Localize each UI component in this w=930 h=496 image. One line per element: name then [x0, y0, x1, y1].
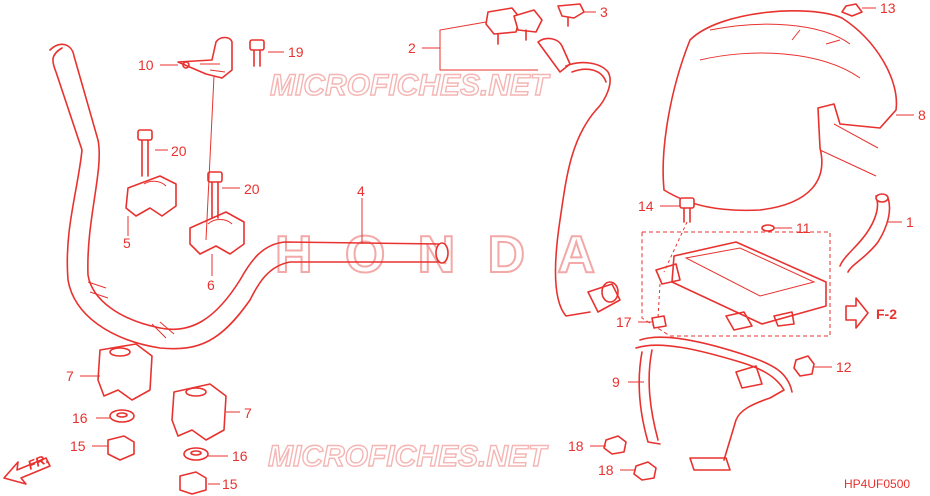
- handlebar-cover: [662, 10, 898, 212]
- stay-9: [635, 336, 793, 471]
- callout-8: 8: [918, 107, 926, 123]
- callout-20-upper: 20: [171, 143, 187, 159]
- callout-1: 1: [906, 214, 914, 230]
- callout-15-left: 15: [70, 438, 86, 454]
- watermark-brand: HONDA: [275, 226, 595, 284]
- wire-harness: [537, 37, 621, 317]
- bolt-20-upper: [137, 129, 153, 177]
- callout-11: 11: [796, 220, 811, 236]
- tube-1: [839, 193, 891, 273]
- nut-15-left: [107, 435, 135, 461]
- lower-holder-6: [189, 211, 245, 255]
- control-unit: [655, 241, 827, 331]
- bolt-17: [651, 315, 667, 329]
- diagram-code: HP4UF0500: [844, 477, 910, 491]
- callout-12: 12: [836, 359, 852, 375]
- callout-15-right: 15: [222, 476, 238, 492]
- reference-arrow: F-2: [845, 297, 897, 329]
- screw-11: [761, 224, 775, 232]
- bolt-20-lower: [207, 171, 223, 219]
- clip-3: [557, 3, 585, 27]
- callout-18-upper: 18: [568, 438, 584, 454]
- callout-16-left: 16: [72, 410, 88, 426]
- connector-2: [485, 7, 543, 45]
- nut-12: [793, 355, 815, 377]
- grommet-13: [841, 3, 863, 17]
- callout-4: 4: [357, 183, 365, 199]
- callout-17: 17: [616, 314, 632, 330]
- callout-14: 14: [638, 198, 654, 214]
- washer-16-left: [109, 409, 135, 423]
- nut-18-lower: [633, 461, 657, 481]
- callout-6: 6: [207, 277, 215, 293]
- front-direction-arrow: FR.: [3, 451, 51, 485]
- callout-7-right: 7: [244, 405, 252, 421]
- bolt-19: [249, 39, 265, 67]
- callout-3: 3: [600, 4, 608, 20]
- bolt-14: [679, 197, 695, 223]
- front-direction-label: FR.: [26, 451, 51, 473]
- callout-7-left: 7: [66, 368, 74, 384]
- callout-9: 9: [612, 374, 620, 390]
- callout-20-lower: 20: [244, 181, 260, 197]
- lower-holder-5: [125, 175, 177, 217]
- callout-16-right: 16: [232, 448, 248, 464]
- callout-13: 13: [880, 0, 896, 16]
- holder-7-left: [97, 343, 153, 401]
- handlebar: [49, 43, 449, 350]
- callout-18-lower: 18: [598, 462, 614, 478]
- nut-18-upper: [603, 435, 627, 455]
- callout-5: 5: [123, 235, 131, 251]
- watermark-top: MICROFICHES.NET: [270, 69, 551, 102]
- callout-10: 10: [138, 57, 154, 73]
- nut-15-right: [179, 471, 207, 495]
- watermark-bottom: MICROFICHES.NET: [268, 440, 549, 473]
- washer-16-right: [183, 447, 209, 461]
- reference-label: F-2: [876, 306, 897, 322]
- callout-19: 19: [288, 44, 304, 60]
- callout-2: 2: [408, 40, 416, 56]
- holder-7-right: [171, 383, 227, 441]
- upper-holder: [177, 36, 233, 79]
